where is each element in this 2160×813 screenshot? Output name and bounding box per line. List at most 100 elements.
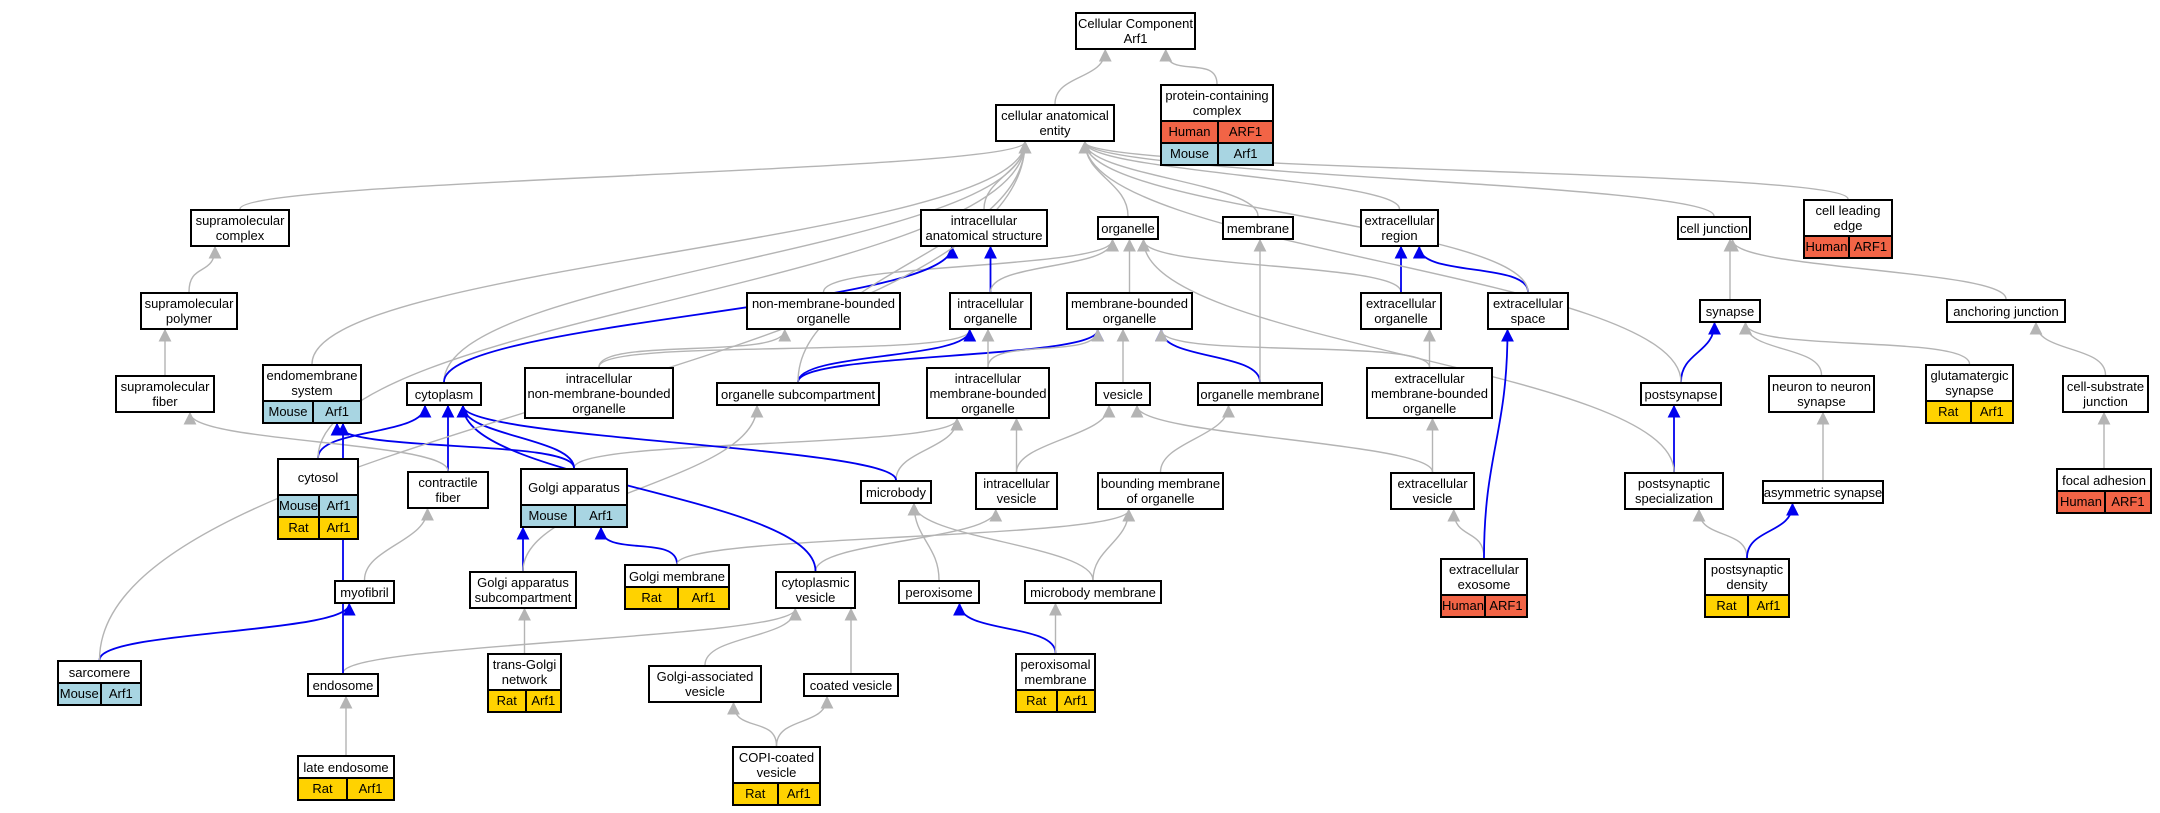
go-term-cj[interactable]: cell junction [1677, 216, 1751, 240]
go-term-box: peroxisome [898, 580, 980, 604]
go-term-smf[interactable]: supramolecular fiber [115, 375, 215, 413]
go-term-mem[interactable]: membrane [1222, 216, 1294, 240]
go-term-label: trans-Golgi network [492, 657, 557, 687]
go-term-nmbo[interactable]: non-membrane-bounded organelle [746, 292, 901, 330]
go-term-box: cell junction [1677, 216, 1751, 240]
go-term-box: myofibril [334, 580, 395, 604]
go-term-box: endomembrane system [262, 364, 362, 402]
go-term-cc[interactable]: Cellular Component Arf1 [1075, 12, 1196, 50]
go-term-mf[interactable]: myofibril [334, 580, 395, 604]
go-term-ves[interactable]: vesicle [1095, 382, 1151, 406]
annotation-species: Mouse [59, 686, 99, 701]
go-term-label: coated vesicle [809, 677, 893, 693]
go-term-box: neuron to neuron synapse [1768, 375, 1875, 413]
go-term-osc[interactable]: organelle subcompartment [716, 382, 880, 406]
go-term-ias[interactable]: intracellular anatomical structure [920, 209, 1048, 247]
go-term-cv[interactable]: cytoplasmic vesicle [775, 571, 856, 609]
go-term-csj[interactable]: cell-substrate junction [2062, 375, 2149, 413]
go-term-exs[interactable]: extracellular space [1487, 292, 1569, 330]
go-term-ev[interactable]: extracellular vesicle [1390, 472, 1475, 510]
go-term-embo[interactable]: extracellular membrane-bounded organelle [1366, 367, 1493, 419]
is-a-edge-copi-coat [775, 695, 834, 747]
go-term-nns[interactable]: neuron to neuron synapse [1768, 375, 1875, 413]
go-term-label: cell leading edge [1815, 203, 1881, 233]
annotation-gene: Arf1 [312, 402, 360, 422]
go-term-exo[interactable]: extracellular organelle [1360, 292, 1442, 330]
go-term-cyt[interactable]: cytoplasm [406, 382, 482, 406]
go-term-endo[interactable]: endosome [307, 673, 379, 697]
go-term-smp[interactable]: supramolecular polymer [140, 292, 238, 330]
go-term-per[interactable]: peroxisome [898, 580, 980, 604]
part-of-edge-cv-cyt [456, 404, 817, 572]
annotation-gene: Arf1 [776, 784, 820, 804]
go-term-box: extracellular space [1487, 292, 1569, 330]
go-term-imbo[interactable]: intracellular membrane-bounded organelle [926, 367, 1050, 419]
go-term-coat[interactable]: coated vesicle [803, 673, 899, 697]
annotation-species: Rat [312, 781, 333, 796]
is-a-edge-cyt-cae [443, 140, 1032, 383]
go-term-mb[interactable]: microbody [860, 480, 932, 504]
is-a-edge-endo-cv [342, 607, 802, 674]
go-term-box: peroxisomal membrane [1015, 653, 1096, 691]
is-a-edge-exo-org [1137, 238, 1402, 293]
part-of-edge-sarc-mf [98, 602, 356, 661]
go-term-cf[interactable]: contractile fiber [407, 471, 489, 509]
go-term-gasc[interactable]: Golgi apparatus subcompartment [469, 571, 577, 609]
go-term-label: protein-containing complex [1165, 88, 1269, 118]
go-term-box: contractile fiber [407, 471, 489, 509]
go-term-smc[interactable]: supramolecular complex [190, 209, 290, 247]
go-term-pss[interactable]: postsynaptic specialization [1624, 472, 1724, 510]
go-term-ps[interactable]: postsynapse [1640, 382, 1722, 406]
is-a-edge-psd-pss [1692, 508, 1748, 559]
go-term-io[interactable]: intracellular organelle [949, 292, 1032, 330]
go-term-label: anchoring junction [1953, 303, 2059, 319]
go-term-box: extracellular exosome [1440, 558, 1528, 596]
go-term-exr[interactable]: extracellular region [1360, 209, 1439, 247]
go-term-label: extracellular region [1364, 213, 1435, 243]
go-term-org[interactable]: organelle [1097, 216, 1159, 240]
part-of-edge-exs-exr [1412, 245, 1529, 293]
go-term-bmo[interactable]: bounding membrane of organelle [1097, 472, 1224, 510]
go-term-inmbo[interactable]: intracellular non-membrane-bounded organ… [524, 367, 674, 419]
go-term-gav[interactable]: Golgi-associated vesicle [648, 665, 762, 703]
go-term-label: postsynapse [1644, 386, 1718, 402]
go-term-cae[interactable]: cellular anatomical entity [995, 104, 1115, 142]
go-term-label: bounding membrane of organelle [1100, 476, 1221, 506]
is-a-edge-io-org [989, 238, 1119, 293]
go-term-mbm[interactable]: microbody membrane [1024, 580, 1162, 604]
go-term-mbo[interactable]: membrane-bounded organelle [1066, 292, 1193, 330]
go-term-label: peroxisome [905, 584, 973, 600]
go-term-as[interactable]: asymmetric synapse [1762, 480, 1884, 504]
part-of-edge-cytosol-cyt [317, 404, 432, 459]
go-term-box: microbody [860, 480, 932, 504]
go-term-box: postsynaptic specialization [1624, 472, 1724, 510]
go-term-box: postsynaptic density [1704, 558, 1790, 596]
go-term-iv[interactable]: intracellular vesicle [975, 472, 1058, 510]
go-term-box: Golgi-associated vesicle [648, 665, 762, 703]
go-term-label: intracellular organelle [957, 296, 1024, 326]
go-term-om[interactable]: organelle membrane [1197, 382, 1323, 406]
annotation-species: Rat [1716, 598, 1737, 613]
go-term-syn[interactable]: synapse [1699, 299, 1761, 323]
go-term-aj[interactable]: anchoring junction [1946, 299, 2066, 323]
go-term-label: endomembrane system [266, 368, 358, 398]
go-term-label: synapse [1705, 303, 1755, 319]
